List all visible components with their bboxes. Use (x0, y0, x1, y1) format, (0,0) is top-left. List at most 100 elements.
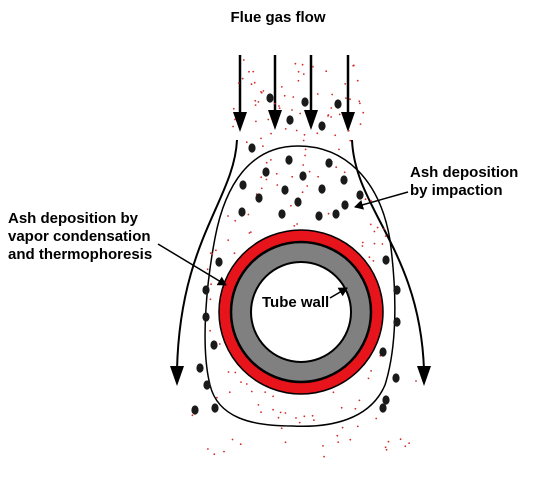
dust-particle (240, 381, 242, 383)
impaction-label-line: by impaction (410, 182, 503, 199)
ash-particle (238, 207, 246, 217)
dust-particle (344, 83, 347, 85)
dust-particle (241, 77, 244, 80)
ash-particle (393, 285, 401, 295)
dust-particle (260, 187, 263, 190)
dust-particle (234, 118, 236, 121)
ash-particle (379, 403, 387, 413)
ash-particle (318, 184, 326, 194)
dust-particle (277, 416, 280, 419)
dust-particle (369, 223, 372, 226)
dust-particle (373, 242, 376, 245)
dust-particle (231, 438, 234, 441)
ash-particle (332, 209, 340, 219)
dust-particle (370, 199, 372, 202)
dust-particle (295, 417, 297, 419)
dust-particle (248, 70, 250, 73)
dust-particle (370, 370, 372, 372)
dust-particle (345, 97, 347, 99)
dust-particle (254, 99, 257, 102)
dust-particle (356, 425, 359, 428)
condensation-leader-arrow (157, 243, 227, 286)
flow-arrow (233, 55, 247, 132)
dust-particle (361, 241, 364, 244)
dust-particle (262, 145, 264, 148)
dust-particle (375, 417, 378, 420)
dust-particle (332, 391, 335, 394)
dust-particle (383, 228, 385, 230)
condensation-label-line: Ash deposition by (8, 210, 139, 227)
dust-particle (247, 213, 250, 216)
dust-particle (376, 226, 379, 229)
ash-particle (248, 143, 256, 153)
dust-particle (228, 391, 231, 394)
flow-streamlines (170, 139, 431, 386)
right-streamline (351, 139, 425, 371)
dust-particle (387, 440, 390, 443)
dust-particle (349, 438, 352, 441)
ash-particle (340, 175, 348, 185)
dust-particle (274, 102, 276, 105)
dust-particle (209, 298, 212, 301)
ash-particle (215, 257, 223, 267)
dust-particle (223, 450, 225, 453)
ash-particle (356, 190, 364, 200)
dust-particle (284, 412, 287, 414)
dust-particle (367, 377, 370, 380)
dust-particle (343, 171, 346, 174)
dust-particle (232, 125, 235, 128)
dust-particle (252, 70, 255, 73)
ash-particle (294, 197, 302, 207)
dust-particle (373, 230, 376, 233)
dust-particle (340, 406, 343, 409)
dust-particle (215, 249, 217, 252)
dust-particle (404, 445, 407, 448)
dust-particle (299, 112, 302, 115)
dust-particle (302, 164, 305, 166)
dust-particle (245, 141, 248, 144)
dust-particle (265, 161, 268, 164)
dust-particle (302, 73, 305, 75)
dust-particle (213, 453, 216, 456)
dust-particle (304, 148, 307, 151)
ash-particle (262, 167, 270, 177)
dust-particle (276, 184, 279, 186)
impaction-label-line: Ash deposition (410, 164, 519, 181)
boundary-layer-envelope (204, 145, 396, 428)
ash-particle (285, 155, 293, 165)
ash-particle (191, 405, 199, 415)
dust-particle (359, 102, 361, 105)
ash-particle (281, 185, 289, 195)
dust-particle (227, 215, 229, 217)
condensation-label-line: and thermophoresis (8, 246, 153, 263)
dust-particle (284, 127, 287, 130)
dust-particle (302, 139, 305, 142)
dust-particle (364, 198, 367, 201)
dust-particle (384, 446, 387, 449)
ash-particle (382, 395, 390, 405)
ash-particle (203, 380, 211, 390)
flow-arrow (268, 55, 282, 130)
dust-particle (293, 225, 296, 227)
dust-particle (280, 86, 283, 88)
dust-particle (250, 83, 253, 86)
dust-particle (295, 129, 298, 132)
ash-particle (211, 403, 219, 413)
impaction-leader-arrow (354, 191, 409, 210)
dust-particle (267, 118, 270, 121)
ash-particle (210, 340, 218, 350)
dust-particle (262, 90, 265, 92)
dust-particle (335, 166, 338, 169)
dust-particle (260, 91, 263, 94)
dust-particle (233, 252, 236, 255)
ash-particle (315, 211, 323, 221)
dust-particle (349, 139, 352, 142)
dust-particle (381, 243, 384, 245)
dust-particle (311, 414, 314, 417)
dust-particle (206, 268, 209, 271)
dust-particle (278, 107, 281, 109)
dust-particle (361, 245, 364, 247)
dust-particle (338, 148, 340, 151)
ash-particle (325, 158, 333, 168)
